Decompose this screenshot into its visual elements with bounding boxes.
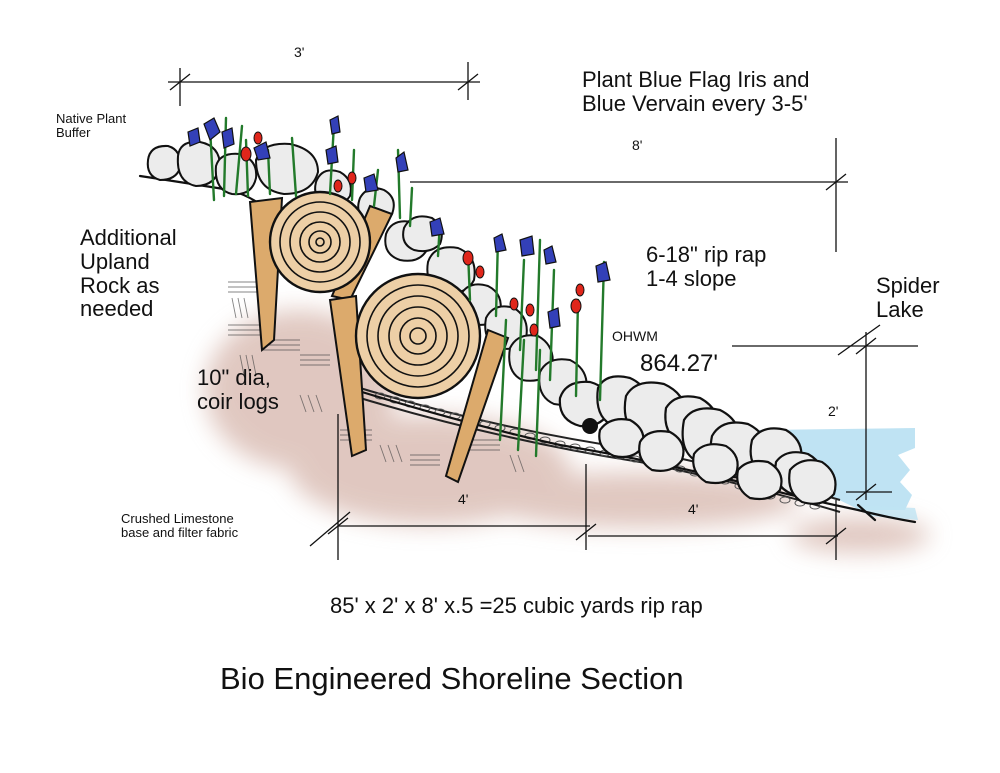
dimension-8ft-label: 8' xyxy=(632,137,643,153)
dimension-4ft-right-label: 4' xyxy=(688,501,699,517)
blue-flag-iris xyxy=(187,115,611,329)
dimension-4ft-left-label: 4' xyxy=(458,491,469,507)
dimension-3ft-label: 3' xyxy=(294,44,305,60)
dimension-lines xyxy=(168,62,918,560)
rip-rap-rocks xyxy=(558,375,837,505)
coir-logs-label: 10" dia, coir logs xyxy=(197,365,279,414)
coir-logs xyxy=(248,190,510,484)
ohwm-marker xyxy=(582,418,598,434)
crushed-limestone-label: Crushed Limestone base and filter fabric xyxy=(121,511,239,541)
volume-formula: 85' x 2' x 8' x.5 =25 cubic yards rip ra… xyxy=(330,593,703,618)
rip-rap-label: 6-18" rip rap 1-4 slope xyxy=(646,242,767,291)
blue-vervain xyxy=(240,131,585,337)
ohwm-elevation: 864.27' xyxy=(640,350,718,377)
lake-water xyxy=(600,428,918,520)
ohwm-label: OHWM xyxy=(612,328,658,344)
spider-lake-label: Spider Lake xyxy=(876,273,940,322)
diagram-title: Bio Engineered Shoreline Section xyxy=(220,661,684,696)
additional-rock-label: Additional Upland Rock as needed xyxy=(80,225,177,322)
dimension-2ft-label: 2' xyxy=(828,403,839,419)
native-plant-buffer-label: Native Plant Buffer xyxy=(56,111,127,141)
planting-note: Plant Blue Flag Iris and Blue Vervain ev… xyxy=(582,67,810,116)
